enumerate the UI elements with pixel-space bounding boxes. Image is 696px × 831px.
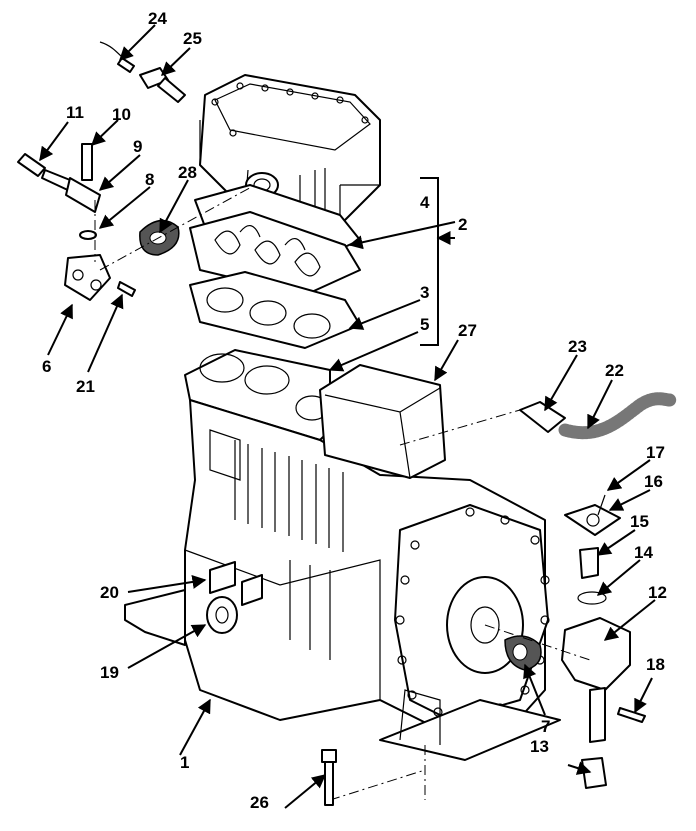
callout-3: 3 [420, 283, 429, 302]
callout-26: 26 [250, 793, 269, 812]
callout-15: 15 [630, 512, 649, 531]
callout-27: 27 [458, 321, 477, 340]
callout-10: 10 [112, 105, 131, 124]
callout-19: 19 [100, 663, 119, 682]
terminal-box [319, 364, 446, 479]
valve-plate-assembly [189, 184, 361, 349]
callout-28: 28 [178, 163, 197, 182]
callout-1: 1 [180, 753, 189, 772]
callout-13: 13 [530, 737, 549, 756]
callout-17: 17 [646, 443, 665, 462]
callout-4: 4 [420, 193, 430, 212]
top-fittings [99, 41, 186, 103]
callout-2: 2 [458, 215, 467, 234]
callout-14: 14 [634, 543, 653, 562]
bolt [321, 749, 337, 806]
callout-6: 6 [42, 357, 51, 376]
callout-8: 8 [145, 170, 154, 189]
callout-9: 9 [133, 137, 142, 156]
callout-7: 7 [541, 717, 550, 736]
compressor-body [124, 349, 561, 761]
group-bracket [420, 177, 439, 346]
leader-arrows [39, 24, 656, 809]
callout-12: 12 [648, 583, 667, 602]
callout-11: 11 [66, 103, 84, 122]
callout-5: 5 [420, 315, 429, 334]
callout-18: 18 [646, 655, 665, 674]
callout-16: 16 [644, 472, 663, 491]
callout-24: 24 [148, 9, 167, 28]
callout-20: 20 [100, 583, 119, 602]
callout-23: 23 [568, 337, 587, 356]
callout-labels: 1 2 3 4 5 6 7 8 9 10 11 12 13 14 15 16 1… [42, 9, 667, 812]
callout-25: 25 [183, 29, 202, 48]
callout-22: 22 [605, 361, 624, 380]
callout-21: 21 [76, 377, 95, 396]
